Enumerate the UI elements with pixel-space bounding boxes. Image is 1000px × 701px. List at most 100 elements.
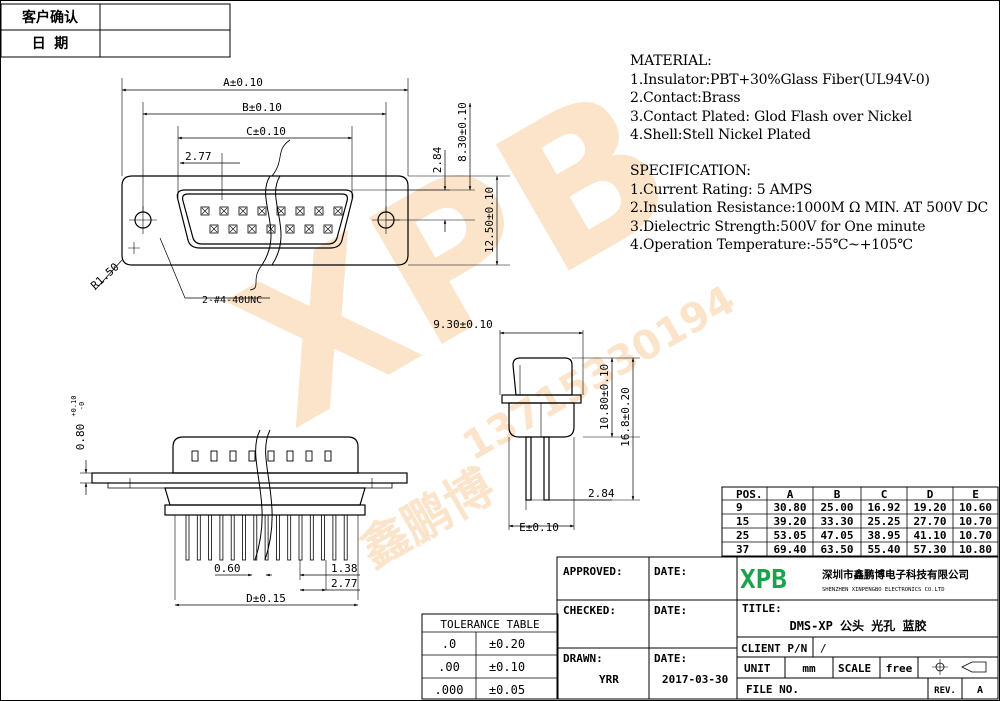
rev-label: REV. xyxy=(934,686,956,696)
pin-hole xyxy=(228,224,238,234)
date-label: 日 期 xyxy=(32,36,68,52)
front-view-pins xyxy=(185,514,348,561)
pos-table-cell: 47.05 xyxy=(820,529,853,542)
contact-pin xyxy=(343,514,348,561)
pos-table-cell: 37 xyxy=(736,543,749,556)
pos-table-cell: 39.20 xyxy=(773,515,806,528)
spec-item: 3.Dielectric Strength:500V for One minut… xyxy=(630,218,926,235)
tolerance-value: ±0.10 xyxy=(489,660,525,674)
pos-table-cell: 27.70 xyxy=(913,515,946,528)
dim-front-tol-plus: +0.10 xyxy=(70,395,78,416)
contact-pin xyxy=(208,514,213,561)
pin-hole xyxy=(219,206,229,216)
dim-front-080: 0.80 xyxy=(74,424,87,451)
material-item: 1.Insulator:PBT+30%Glass Fiber(UL94V-0) xyxy=(630,71,930,88)
dim-front-tol-minus: -0 xyxy=(78,402,86,410)
pos-table-header: D xyxy=(927,488,934,501)
top-view-pins xyxy=(200,206,343,234)
pos-table-cell: 10.70 xyxy=(959,529,992,542)
tolerance-title: TOLERANCE TABLE xyxy=(440,618,539,631)
dim-h1250: 12.50±0.10 xyxy=(483,187,496,253)
contact-pin xyxy=(230,514,235,561)
pos-table-header: POS. xyxy=(736,488,763,501)
pos-table-cell: 10.80 xyxy=(959,543,992,556)
tolerance-value: ±0.20 xyxy=(489,637,525,651)
contact-pin xyxy=(332,514,337,561)
tolerance-table: TOLERANCE TABLE.0±0.20.00±0.10.000±0.05 xyxy=(421,613,559,700)
pos-table-cell: 10.60 xyxy=(959,501,992,514)
drawn-date-label: DATE: xyxy=(654,652,687,665)
top-dimension-lines xyxy=(94,88,499,299)
front-view-slots xyxy=(191,450,332,462)
pos-table-cell: 16.92 xyxy=(867,501,900,514)
pin-hole xyxy=(285,224,295,234)
front-view xyxy=(80,429,408,600)
pos-table-cell: 25.00 xyxy=(820,501,853,514)
material-block: MATERIAL: 1.Insulator:PBT+30%Glass Fiber… xyxy=(630,52,930,145)
contact-slot xyxy=(229,450,237,462)
contact-pin xyxy=(219,514,224,561)
pos-table-cell: 41.10 xyxy=(913,529,946,542)
contact-pin xyxy=(185,514,190,561)
drawn-label: DRAWN: xyxy=(563,652,603,665)
pin-hole xyxy=(209,224,219,234)
contact-pin xyxy=(321,514,326,561)
contact-pin xyxy=(196,514,201,561)
spec-heading: SPECIFICATION: xyxy=(630,163,751,179)
material-item: 3.Contact Plated: Glod Flash over Nickel xyxy=(630,108,912,125)
dim-b: B±0.10 xyxy=(242,101,282,114)
title-label: TITLE: xyxy=(742,602,782,615)
pos-table-header: C xyxy=(881,488,888,501)
dim-pitch: 2.77 xyxy=(185,150,212,163)
pos-table-cell: 25 xyxy=(736,529,749,542)
pin-hole xyxy=(304,224,314,234)
pos-table-cell: 57.30 xyxy=(913,543,946,556)
pin-hole xyxy=(238,206,248,216)
side-dimension-lines xyxy=(499,331,635,528)
pin-hole xyxy=(257,206,267,216)
dim-front-060: 0.60 xyxy=(214,562,241,575)
scale-value: free xyxy=(886,662,913,675)
scale-label: SCALE xyxy=(838,662,871,675)
contact-slot xyxy=(305,450,313,462)
contact-slot xyxy=(267,450,275,462)
company-name-cn: 深圳市鑫鹏博电子科技有限公司 xyxy=(822,568,969,581)
spec-item: 2.Insulation Resistance:1000M Ω MIN. AT … xyxy=(630,200,988,216)
contact-pin xyxy=(253,514,258,561)
client-label: CLIENT P/N xyxy=(741,642,807,655)
unit-value: mm xyxy=(802,662,816,675)
unit-label: UNIT xyxy=(744,662,771,675)
pin-hole xyxy=(200,206,210,216)
dim-d: D±0.15 xyxy=(246,592,286,605)
pin-hole xyxy=(276,206,286,216)
pos-table-cell: 55.40 xyxy=(867,543,900,556)
pos-table-cell: 19.20 xyxy=(913,501,946,514)
tolerance-decimal: .0 xyxy=(442,637,456,651)
pos-table-cell: 38.95 xyxy=(867,529,900,542)
pin-hole xyxy=(323,224,333,234)
pos-table-header: B xyxy=(834,488,841,501)
dim-front-277: 2.77 xyxy=(331,577,358,590)
pos-table-cell: 30.80 xyxy=(773,501,806,514)
contact-slot xyxy=(248,450,256,462)
company-logo: XPB xyxy=(740,565,787,595)
pin-hole xyxy=(247,224,257,234)
drawn-date: 2017-03-30 xyxy=(662,673,728,686)
dim-e: E±0.10 xyxy=(519,521,559,534)
tolerance-value: ±0.05 xyxy=(489,683,525,697)
contact-pin xyxy=(298,514,303,561)
title-block xyxy=(556,556,999,700)
confirm-label: 客户确认 xyxy=(21,9,79,26)
dim-a: A±0.10 xyxy=(223,76,263,89)
title-value: DMS-XP 公头 光孔 蓝胶 xyxy=(789,618,926,633)
spec-item: 1.Current Rating: 5 AMPS xyxy=(630,181,813,198)
confirm-box xyxy=(0,3,231,58)
dim-thread: 2-#4-40UNC xyxy=(202,295,262,306)
file-label: FILE NO. xyxy=(746,683,799,696)
spec-item: 4.Operation Temperature:-55℃~+105℃ xyxy=(630,237,913,253)
pos-table-cell: 33.30 xyxy=(820,515,853,528)
dim-side-h1080: 10.80±0.10 xyxy=(598,364,611,430)
pos-table-cell: 69.40 xyxy=(773,543,806,556)
